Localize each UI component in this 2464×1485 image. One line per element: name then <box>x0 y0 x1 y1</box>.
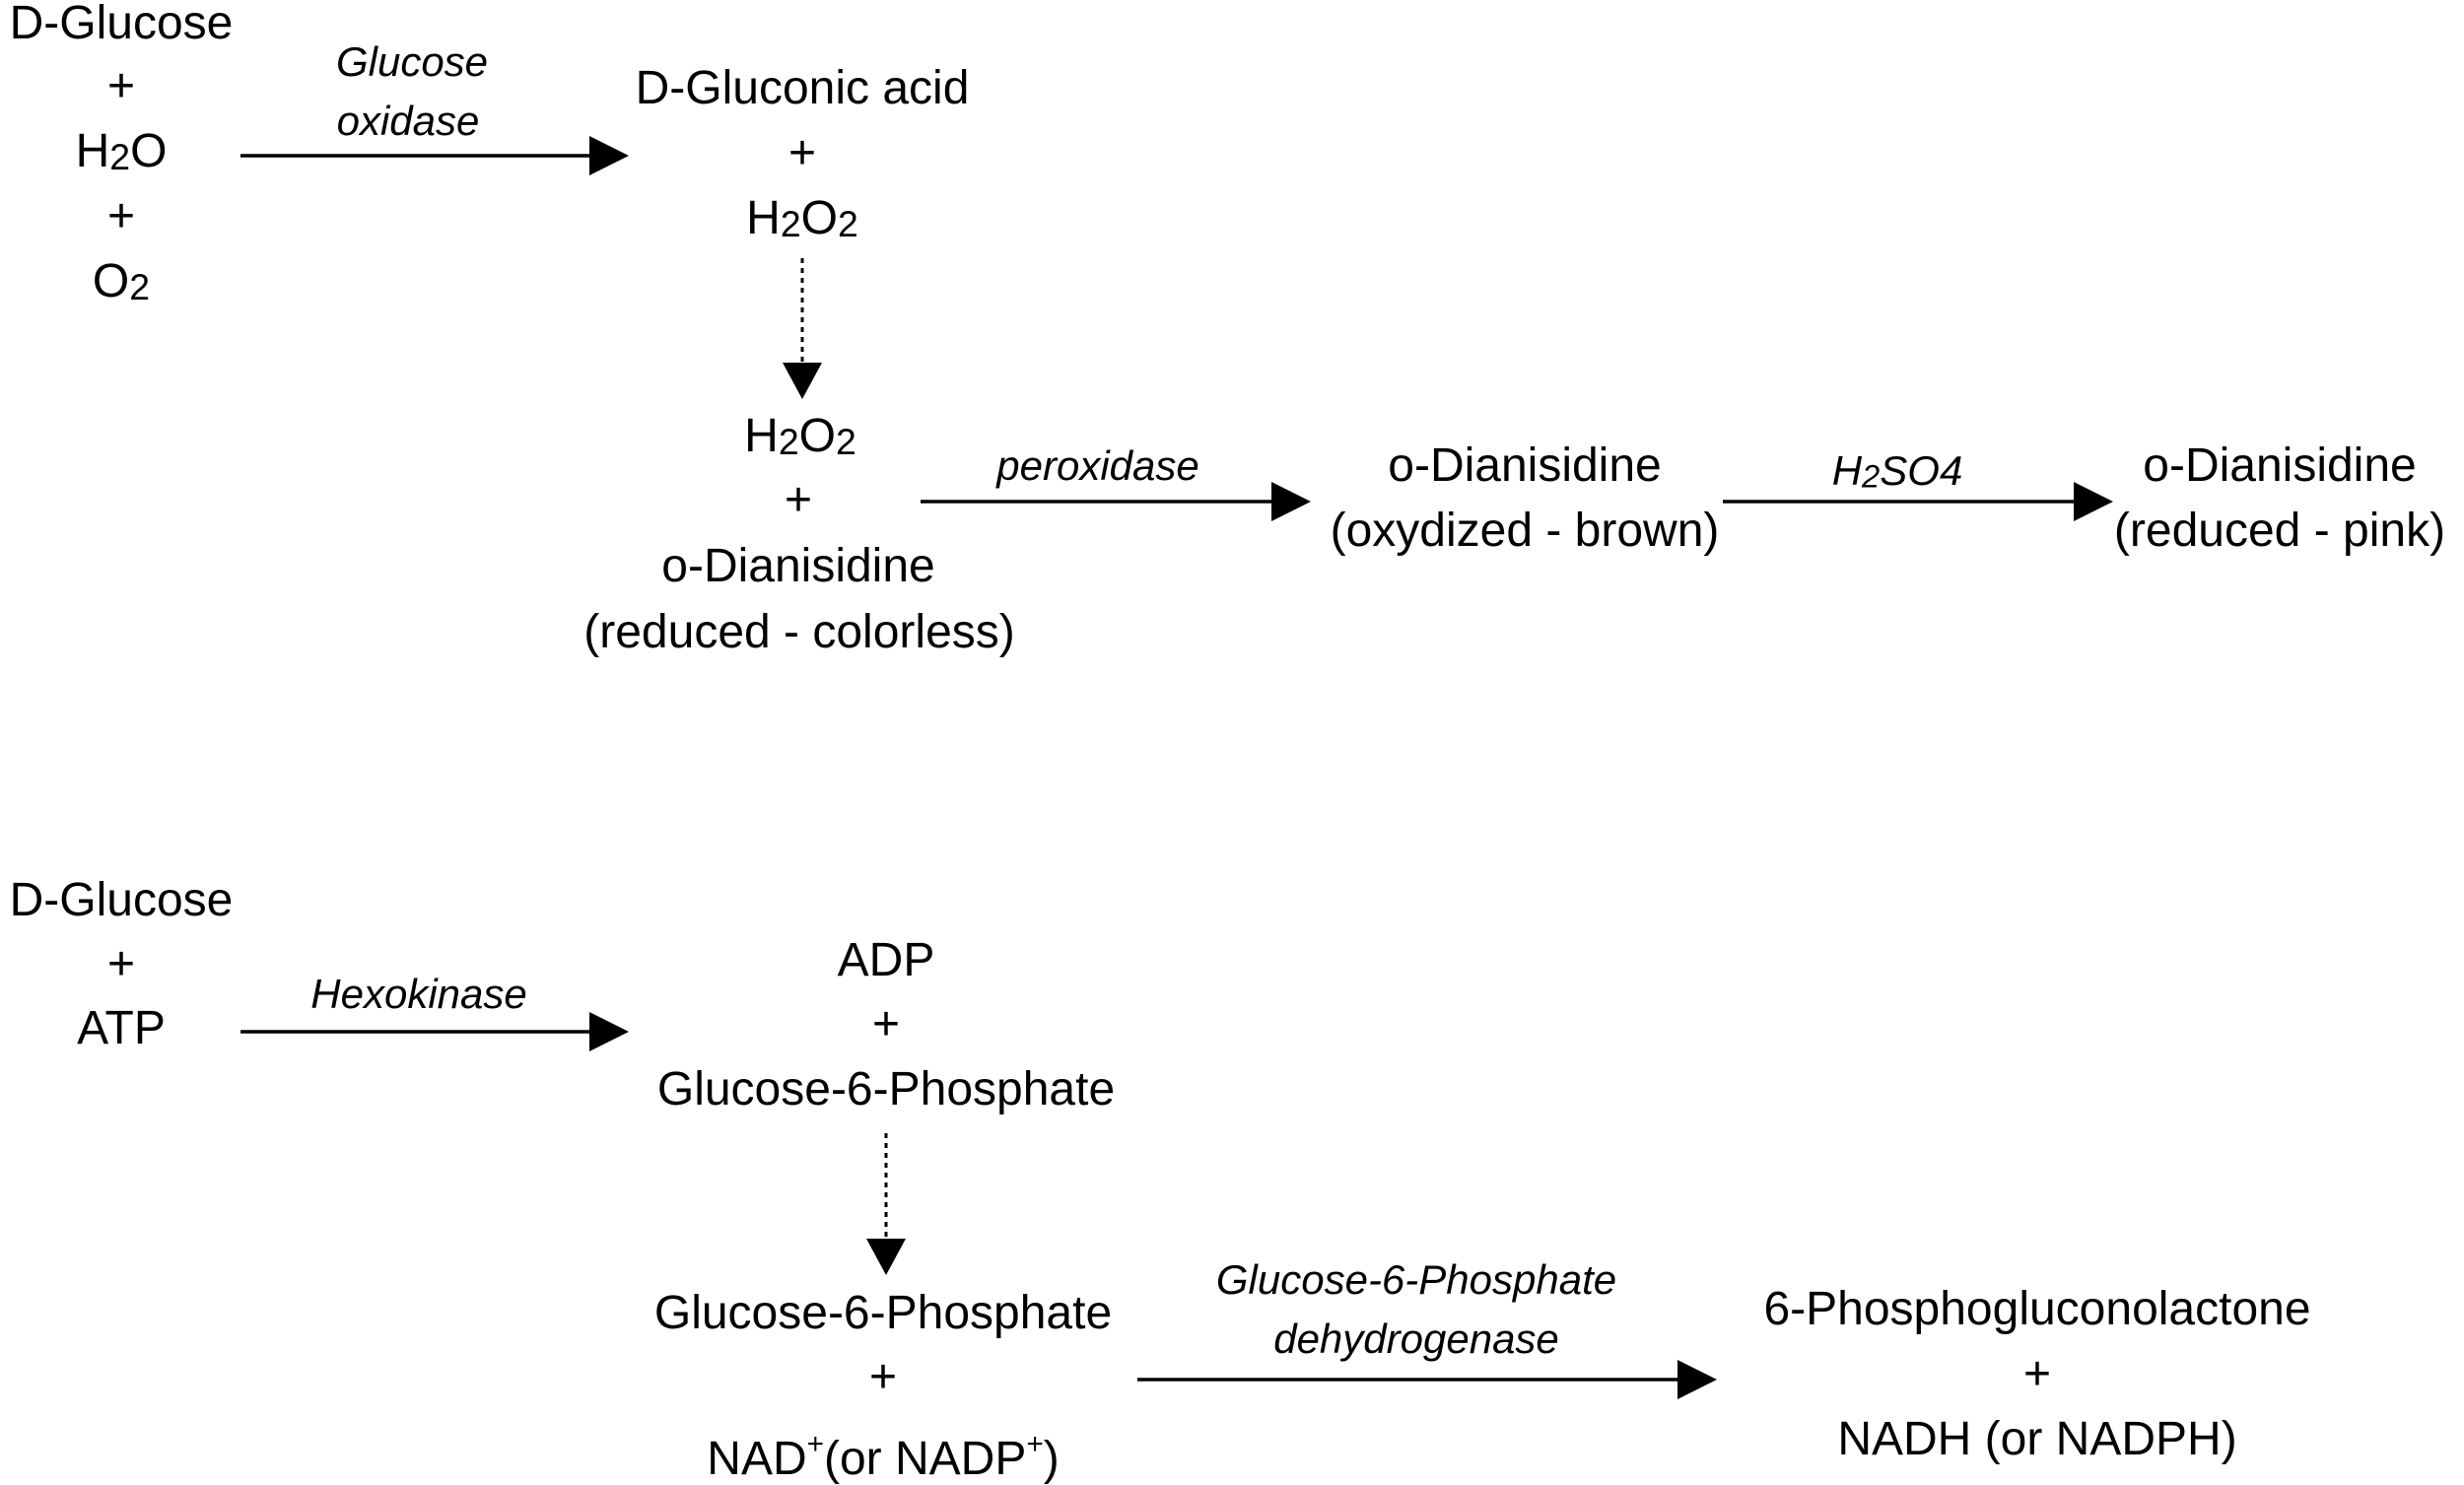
r4-atp: ATP <box>77 1002 166 1054</box>
r4-glucose: D-Glucose <box>9 874 234 926</box>
r2-product-name: o-Dianisidine <box>1388 439 1662 492</box>
r3-reagent: H2SO4 <box>1831 447 1963 495</box>
r1-glucose: D-Glucose <box>9 0 234 49</box>
r1-plus-1: + <box>106 60 136 112</box>
r1-gluconic-acid: D-Gluconic acid <box>635 62 970 114</box>
reaction4-arrow <box>240 1012 629 1051</box>
r5-nadh: NADH (or NADPH) <box>1837 1413 2237 1465</box>
r1-enzyme-line2: oxidase <box>336 98 480 144</box>
r2-peroxide: H2O2 <box>744 410 856 462</box>
r4-g6p: Glucose-6-Phosphate <box>656 1063 1116 1115</box>
r1-peroxide: H2O2 <box>746 192 858 244</box>
r5-nad: NAD+(or NADP+) <box>707 1428 1060 1485</box>
r4-plus-2: + <box>871 998 901 1050</box>
r1-plus-3: + <box>787 127 817 179</box>
r4-plus: + <box>106 938 136 990</box>
reaction1-down-arrow <box>783 258 822 399</box>
r4-adp: ADP <box>837 934 935 986</box>
r1-plus-2: + <box>106 190 136 242</box>
r5-plus-2: + <box>2022 1348 2052 1400</box>
r1-oxygen: O2 <box>92 255 151 307</box>
r1-enzyme-line1: Glucose <box>335 38 489 85</box>
reaction4-down-arrow <box>866 1133 906 1275</box>
reaction3-arrow <box>1723 482 2113 521</box>
r2-plus: + <box>784 474 813 526</box>
r1-water: H2O <box>75 125 168 177</box>
r2-enzyme: peroxidase <box>996 442 1199 489</box>
reaction2-arrow <box>921 482 1311 521</box>
r2-dianisidine: o-Dianisidine <box>661 540 935 592</box>
reaction5-arrow <box>1137 1360 1717 1399</box>
r5-enzyme-line1: Glucose-6-Phosphate <box>1215 1256 1617 1303</box>
r5-enzyme-line2: dehydrogenase <box>1273 1316 1559 1362</box>
r2-product-state: (oxydized - brown) <box>1330 505 1720 557</box>
reaction1-arrow <box>240 136 629 175</box>
r4-enzyme: Hexokinase <box>310 971 527 1017</box>
r3-product-name: o-Dianisidine <box>2143 439 2417 492</box>
r2-dianisidine-state: (reduced - colorless) <box>583 606 1015 658</box>
r3-product-state: (reduced - pink) <box>2113 505 2446 557</box>
r5-g6p: Glucose-6-Phosphate <box>653 1287 1113 1339</box>
r5-lactone: 6-Phosphogluconolactone <box>1763 1283 2311 1335</box>
r5-plus: + <box>868 1351 898 1403</box>
